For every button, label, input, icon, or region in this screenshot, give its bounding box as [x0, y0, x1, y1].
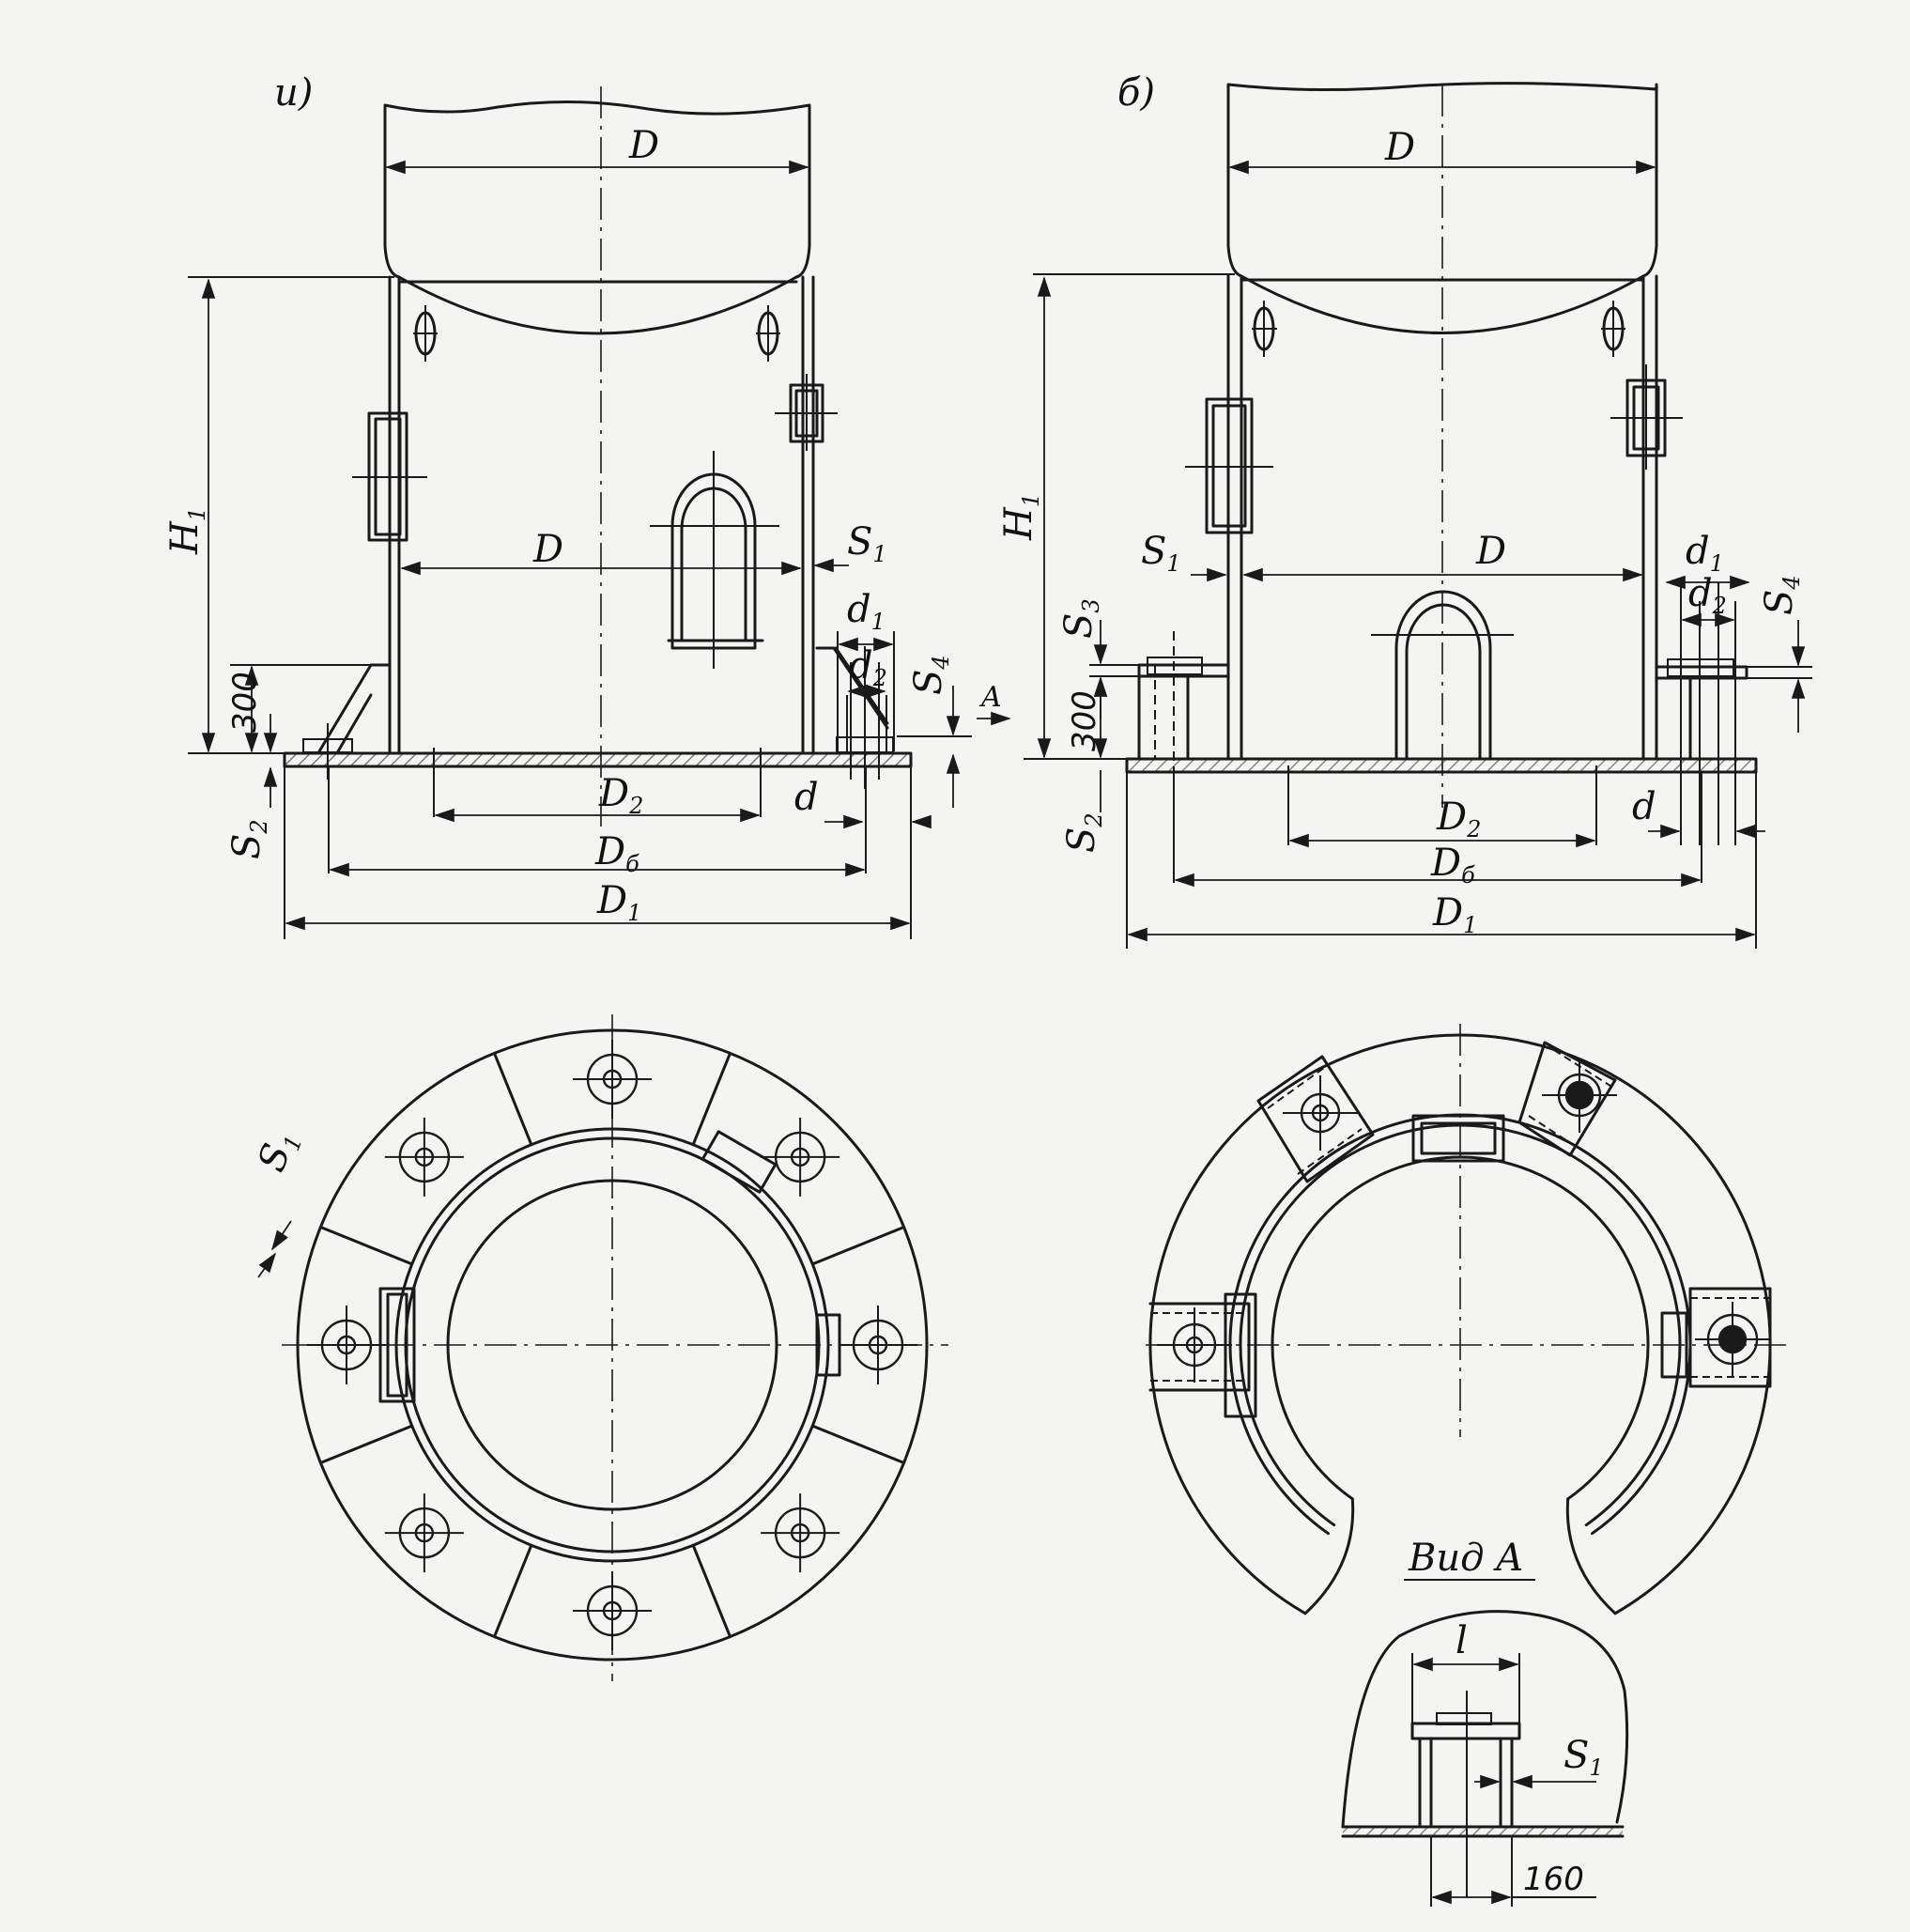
- chair-box-upper-right-b: [1517, 1041, 1617, 1157]
- dim-d1-b: d1: [1686, 530, 1724, 577]
- dim-D1-b: D1: [1432, 891, 1477, 938]
- anchor-bolt: [384, 1117, 464, 1197]
- dim-S4-b: S4: [1758, 575, 1805, 615]
- anchor-bolt: [573, 1040, 652, 1119]
- anchor-bolt: [761, 1117, 840, 1197]
- dim-S1-plan-a: S1: [250, 1125, 308, 1179]
- gusset-ribs-a: [318, 1051, 906, 1639]
- dim-H1-b: H1: [997, 493, 1044, 541]
- dim-300-b: 300: [1066, 690, 1103, 751]
- anchor-bolt: [573, 1571, 652, 1650]
- gusset-rib: [318, 1226, 414, 1266]
- anchor-bolt: [307, 1306, 386, 1384]
- plan-view-a: S1: [250, 1014, 948, 1681]
- plan-lug-a: [701, 1130, 778, 1194]
- view-b-letter: б): [1117, 71, 1155, 115]
- dim-160: 160: [1523, 1861, 1584, 1898]
- gusset-rib: [691, 1543, 732, 1639]
- dim-d1-a: d1: [847, 588, 886, 635]
- anchor-bolt: [1157, 1307, 1232, 1383]
- dim-D2-a: D2: [598, 772, 643, 819]
- dim-S1-viewA: S1: [1563, 1734, 1604, 1781]
- anchor-bolt: [761, 1493, 840, 1573]
- dim-S4-a: S4: [907, 655, 954, 695]
- anchor-bolts-b: [1157, 1058, 1770, 1383]
- side-plate-left-b: [1185, 397, 1273, 534]
- dim-d-b: d: [1632, 785, 1656, 828]
- anchor-bolt: [1283, 1075, 1358, 1151]
- view-A-title: Вид A: [1408, 1537, 1523, 1580]
- vessel-bottom-a: [397, 275, 798, 335]
- plan-side-plate-left-a: [378, 1287, 416, 1403]
- outer-ring-b: [1148, 1033, 1772, 1615]
- gusset-rib: [810, 1226, 906, 1266]
- vessel-bottom-b: [1240, 274, 1645, 334]
- plan-side-plate-left-b: [1224, 1292, 1257, 1418]
- vent-lug-right-b: [1601, 301, 1625, 357]
- dim-D-mid-a: D: [532, 528, 563, 571]
- plan-side-plate-right-a: [815, 1313, 841, 1377]
- view-A-detail: Вид A l S1 160: [1341, 1537, 1629, 1907]
- front-view-a: и): [163, 71, 1011, 939]
- dim-S1-b: S1: [1141, 530, 1181, 577]
- side-plate-right-b: [1610, 364, 1683, 470]
- plan-view-b: [1146, 1024, 1794, 1615]
- dim-D6-b: Dб: [1430, 842, 1475, 889]
- dim-d2-a: d2: [849, 644, 887, 691]
- dim-D-mid-b: D: [1475, 530, 1506, 573]
- dim-D1-a: D1: [596, 879, 641, 926]
- anchor-bolt: [839, 1306, 917, 1384]
- anchor-bolt: [1695, 1302, 1770, 1377]
- dim-D-top-a: D: [628, 124, 659, 167]
- dim-l: l: [1456, 1619, 1468, 1662]
- dim-D-top-b: D: [1384, 126, 1415, 169]
- gusset-rib: [691, 1051, 732, 1147]
- anchor-bolt: [1542, 1058, 1617, 1133]
- dim-d-a: d: [794, 776, 819, 819]
- vessel-shell-b: [1226, 82, 1658, 278]
- chair-box-right-b: [1688, 1287, 1772, 1388]
- chair-box-left-b: [1148, 1302, 1251, 1392]
- manhole-a: [650, 451, 779, 669]
- chair-box-upper-left-b: [1256, 1055, 1375, 1183]
- plan-lug-top-b: [1411, 1114, 1505, 1163]
- bolt-chair-left-b: [1137, 631, 1230, 808]
- vent-lug-left-b: [1252, 301, 1277, 357]
- gusset-rib: [493, 1543, 533, 1639]
- anchor-bolt: [384, 1493, 464, 1573]
- view-a-letter: и): [274, 71, 313, 115]
- gusset-rib: [318, 1424, 414, 1464]
- dim-H1-a: H1: [163, 507, 210, 555]
- gusset-rib: [810, 1424, 906, 1464]
- view-arrow-A: A: [978, 681, 1002, 714]
- vent-lug-left-a: [413, 305, 438, 362]
- dim-S1-a: S1: [847, 520, 887, 567]
- dim-D2-b: D2: [1436, 796, 1481, 842]
- plan-side-plate-right-b: [1660, 1311, 1688, 1379]
- view-A-outline: [1341, 1610, 1629, 1829]
- dim-300-a: 300: [226, 672, 264, 733]
- dim-S3-b: S3: [1057, 598, 1104, 639]
- dim-d2-b: d2: [1688, 572, 1727, 619]
- dim-S2-a: S2: [225, 819, 272, 859]
- front-view-b: б): [997, 71, 1812, 949]
- vent-lug-right-a: [756, 305, 780, 362]
- gusset-rib: [493, 1051, 533, 1147]
- dim-S2-b: S2: [1060, 812, 1107, 853]
- side-plate-left-a: [352, 411, 427, 542]
- anchor-bolts-a: [307, 1040, 917, 1650]
- dim-D6-a: Dб: [594, 830, 639, 877]
- side-plate-right-a: [775, 374, 838, 451]
- vessel-shell-a: [383, 100, 811, 279]
- bolt-chair-right-b: [1655, 582, 1748, 845]
